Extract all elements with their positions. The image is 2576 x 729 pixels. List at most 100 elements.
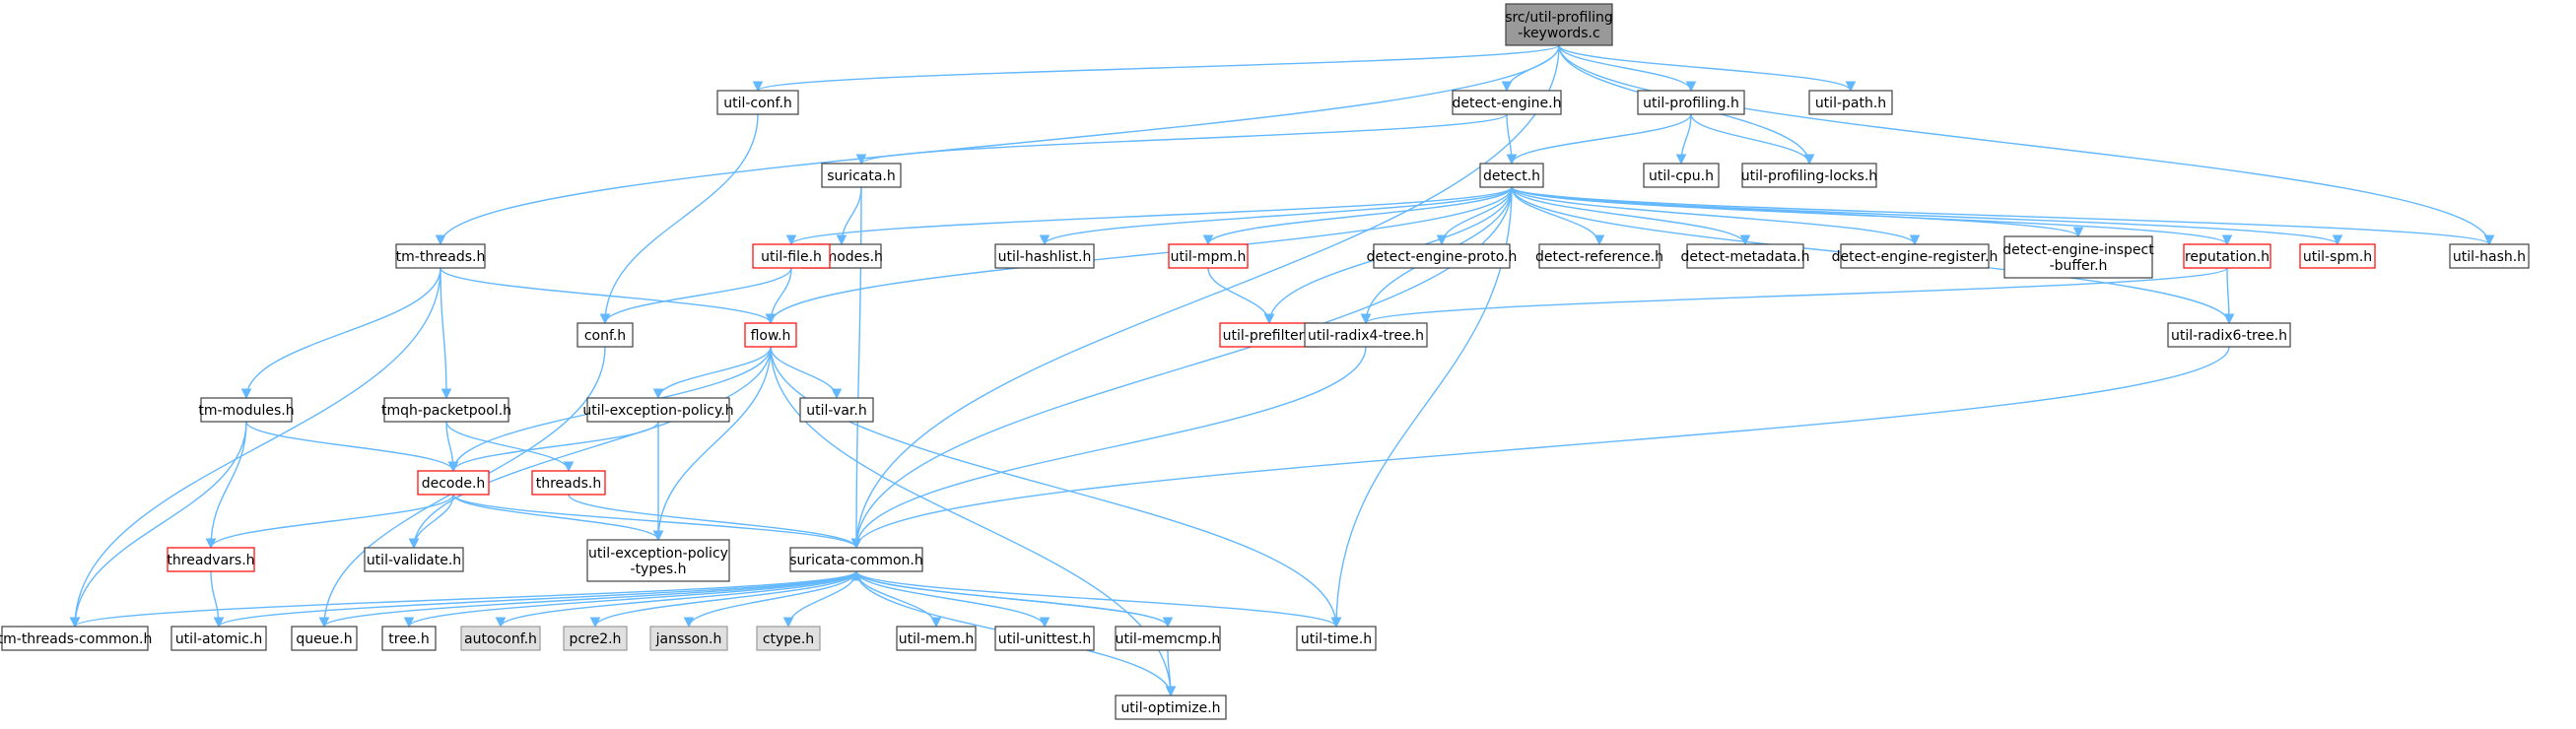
node-box [170, 626, 267, 651]
node-reputation-h[interactable]: reputation.h [2183, 243, 2271, 269]
node-jansson-h[interactable]: jansson.h [649, 626, 728, 651]
node-util-exception-policy-h[interactable]: util-exception-policy.h [582, 397, 734, 423]
node-label: util-radix6-tree.h [2171, 328, 2287, 344]
node-util-cpu-h[interactable]: util-cpu.h [1643, 163, 1720, 188]
edge-suricata-common-h-to-tree-h [403, 570, 857, 629]
node-box [167, 547, 255, 572]
node-ctype-h[interactable]: ctype.h [756, 626, 821, 651]
edge-detect-h-to-detect-metadata-h [1511, 186, 1751, 246]
node-util-memcmp-h[interactable]: util-memcmp.h [1115, 626, 1221, 651]
edge-arrowhead [1263, 313, 1275, 325]
node-util-hash-h[interactable]: util-hash.h [2449, 243, 2530, 269]
node-label: threads.h [536, 476, 602, 492]
node-label: detect-engine-register.h [1832, 249, 1999, 265]
node-tm-modules-h[interactable]: tm-modules.h [198, 397, 295, 423]
node-util-spm-h[interactable]: util-spm.h [2299, 243, 2376, 269]
node-util-unittest-h[interactable]: util-unittest.h [994, 626, 1095, 651]
node-detect-engine-h[interactable]: detect-engine.h [1452, 90, 1562, 115]
node-tree-h[interactable]: tree.h [381, 626, 437, 651]
node-util-exception-policy-types-h[interactable]: util-exception-policy-types.h [586, 539, 730, 582]
node-util-atomic-h[interactable]: util-atomic.h [170, 626, 267, 651]
edge-root-to-util-profiling-h [1558, 44, 1697, 93]
node-util-mem-h[interactable]: util-mem.h [896, 626, 977, 651]
node-box [1219, 322, 1320, 348]
edge-suricata-common-h-to-jansson-h [683, 570, 857, 629]
node-pcre2-h[interactable]: pcre2.h [563, 626, 628, 651]
edge-line [452, 494, 659, 541]
node-util-validate-h[interactable]: util-validate.h [364, 547, 464, 572]
node-detect-metadata-h[interactable]: detect-metadata.h [1680, 243, 1810, 269]
node-detect-engine-proto-h[interactable]: detect-engine-proto.h [1367, 243, 1518, 269]
edge-arrowhead [563, 461, 575, 473]
node-util-mpm-h[interactable]: util-mpm.h [1168, 243, 1249, 269]
edge-arrowhead [1202, 234, 1214, 246]
edge-line [413, 346, 772, 549]
edge-flow-h-to-util-exception-policy-types-h [652, 346, 772, 542]
node-label: util-validate.h [367, 553, 461, 568]
edge-detect-h-to-util-mpm-h [1202, 186, 1513, 246]
node-label: detect-metadata.h [1680, 249, 1809, 265]
node-threads-h[interactable]: threads.h [531, 470, 606, 496]
node-detect-engine-register-h[interactable]: detect-engine-register.h [1832, 243, 1999, 269]
node-util-conf-h[interactable]: util-conf.h [716, 90, 799, 115]
node-label: util-unittest.h [998, 631, 1092, 647]
node-label: -buffer.h [2050, 258, 2108, 274]
edge-line [1511, 186, 2490, 245]
node-util-var-h[interactable]: util-var.h [799, 397, 874, 423]
node-util-radix6-tree-h[interactable]: util-radix6-tree.h [2167, 322, 2291, 348]
node-threadvars-h[interactable]: threadvars.h [167, 547, 255, 572]
node-decode-h[interactable]: decode.h [417, 470, 490, 496]
edge-arrowhead [2072, 227, 2084, 238]
edge-suricata-h-to-suricata-common-h [850, 186, 862, 550]
edge-arrowhead [2332, 234, 2343, 246]
node-label: util-memcmp.h [1116, 631, 1221, 647]
node-util-time-h[interactable]: util-time.h [1296, 626, 1377, 651]
edge-suricata-common-h-to-util-time-h [855, 570, 1342, 629]
node-tm-threads-h[interactable]: tm-threads.h [395, 243, 486, 269]
edge-line [855, 570, 1046, 628]
node-util-prefilter-h[interactable]: util-prefilter.h [1219, 322, 1320, 348]
node-label: tree.h [388, 631, 430, 647]
edge-arrowhead [1360, 313, 1372, 325]
node-util-optimize-h[interactable]: util-optimize.h [1115, 695, 1227, 720]
node-suricata-common-h[interactable]: suricata-common.h [789, 547, 923, 572]
edge-util-conf-h-to-conf-h [599, 113, 759, 325]
edge-arrowhead [2483, 234, 2495, 246]
edge-root-to-util-conf-h [752, 44, 1560, 93]
node-label: suricata.h [827, 168, 895, 184]
node-tm-threads-common-h[interactable]: tm-threads-common.h [0, 626, 152, 651]
node-box [1452, 90, 1562, 115]
edge-arrowhead [495, 617, 507, 629]
node-queue-h[interactable]: queue.h [291, 626, 358, 651]
node-util-path-h[interactable]: util-path.h [1808, 90, 1893, 115]
node-box [364, 547, 464, 572]
node-label: queue.h [296, 631, 352, 647]
node-detect-h[interactable]: detect.h [1479, 163, 1544, 188]
node-detect-engine-inspect-buffer-h[interactable]: detect-engine-inspect-buffer.h [2002, 235, 2154, 279]
node-conf-h[interactable]: conf.h [576, 322, 634, 348]
node-box [2167, 322, 2291, 348]
edge-root-to-tm-threads-h [435, 44, 1560, 246]
node-root[interactable]: src/util-profiling-keywords.c [1505, 3, 1613, 46]
node-flow-h[interactable]: flow.h [744, 322, 797, 348]
node-autoconf-h[interactable]: autoconf.h [460, 626, 541, 651]
node-detect-reference-h[interactable]: detect-reference.h [1535, 243, 1663, 269]
edge-util-exception-policy-h-to-decode-h [447, 421, 659, 473]
edge-flow-h-to-util-var-h [770, 346, 843, 400]
node-tmqh-packetpool-h[interactable]: tmqh-packetpool.h [381, 397, 511, 423]
node-label: detect-engine-inspect [2002, 242, 2154, 258]
edge-threads-h-to-suricata-common-h [568, 494, 862, 550]
node-util-profiling-h[interactable]: util-profiling.h [1637, 90, 1745, 115]
node-box [417, 470, 490, 496]
node-label: util-profiling-locks.h [1741, 168, 1877, 184]
node-util-file-h[interactable]: util-file.h [752, 243, 831, 269]
node-label: reputation.h [2185, 249, 2270, 265]
edge-detect-h-to-util-hashlist-h [1039, 186, 1513, 246]
node-util-radix4-tree-h[interactable]: util-radix4-tree.h [1304, 322, 1428, 348]
edge-arrowhead [836, 234, 847, 246]
node-util-hashlist-h[interactable]: util-hashlist.h [994, 243, 1095, 269]
node-util-profiling-locks-h[interactable]: util-profiling-locks.h [1741, 163, 1877, 188]
edge-line [500, 570, 857, 628]
edge-line [604, 267, 792, 324]
node-suricata-h[interactable]: suricata.h [821, 163, 902, 188]
